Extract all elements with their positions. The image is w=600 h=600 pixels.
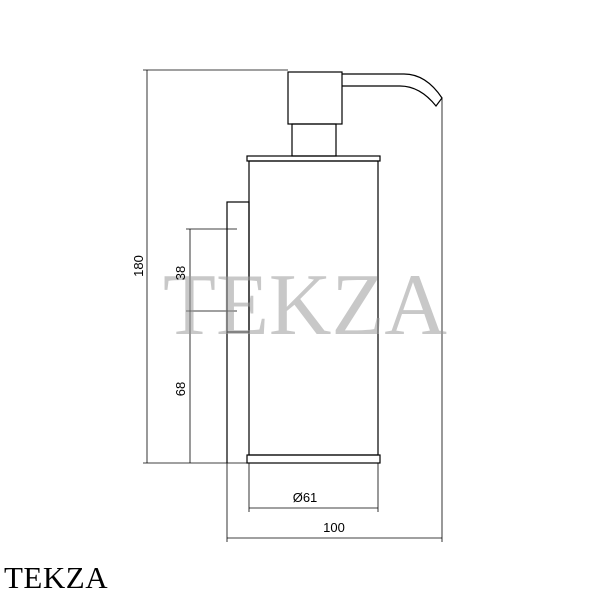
pump-head [287,71,343,125]
dimension-label-diameter: Ø61 [293,490,318,505]
pump-neck [291,123,337,157]
bottle-base [246,454,381,464]
dimension-label-68: 68 [173,382,188,396]
brand-label: TEKZA [4,560,109,595]
spout [342,73,443,107]
wall-bracket [226,201,250,333]
watermark-text: TEKZA [163,257,447,354]
bottle-top-rim [246,155,381,162]
dimension-label-180: 180 [131,255,146,277]
dimension-label-38: 38 [173,266,188,280]
dimension-label-100: 100 [323,520,345,535]
